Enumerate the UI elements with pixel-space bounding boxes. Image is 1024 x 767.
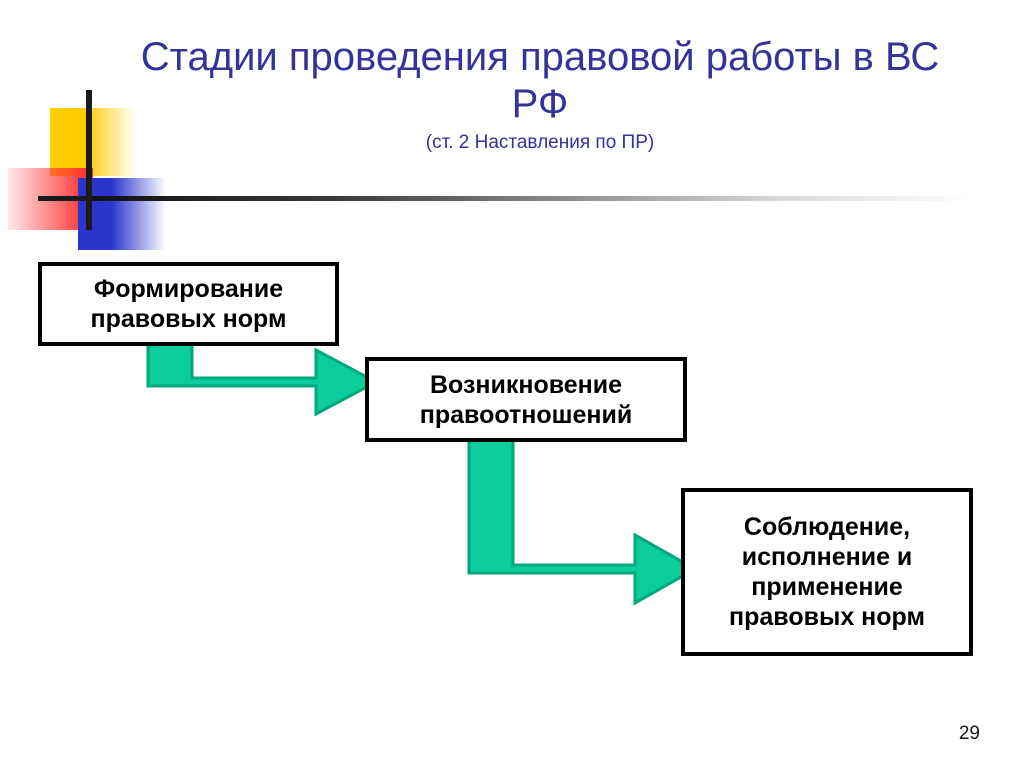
flow-box-vozniknovenie: Возникновение правоотношений: [365, 357, 687, 442]
bent-arrow-box1-to-box2: [146, 336, 378, 428]
decor-horizontal-line-stub: [38, 196, 98, 201]
decor-yellow-square: [50, 108, 135, 176]
decor-vertical-line: [86, 90, 92, 230]
flow-box-label: Формирование правовых норм: [90, 275, 287, 333]
bent-arrow-box2-to-box3: [467, 431, 697, 615]
decor-red-square: [8, 168, 93, 230]
flow-box-label: Соблюдение, исполнение и применение прав…: [729, 513, 925, 631]
flow-box-label: Возникновение правоотношений: [419, 370, 633, 429]
flow-box-soblyudenie: Соблюдение, исполнение и применение прав…: [681, 488, 973, 656]
flow-box-formirovanie: Формирование правовых норм: [38, 262, 339, 346]
title-divider-rule: [92, 196, 972, 201]
page-number: 29: [958, 723, 980, 744]
page-title: Стадии проведения правовой работы в ВС Р…: [140, 35, 940, 126]
title-block: Стадии проведения правовой работы в ВС Р…: [140, 34, 940, 154]
decor-blue-square: [78, 178, 166, 250]
page-subtitle: (ст. 2 Наставления по ПР): [425, 131, 655, 153]
